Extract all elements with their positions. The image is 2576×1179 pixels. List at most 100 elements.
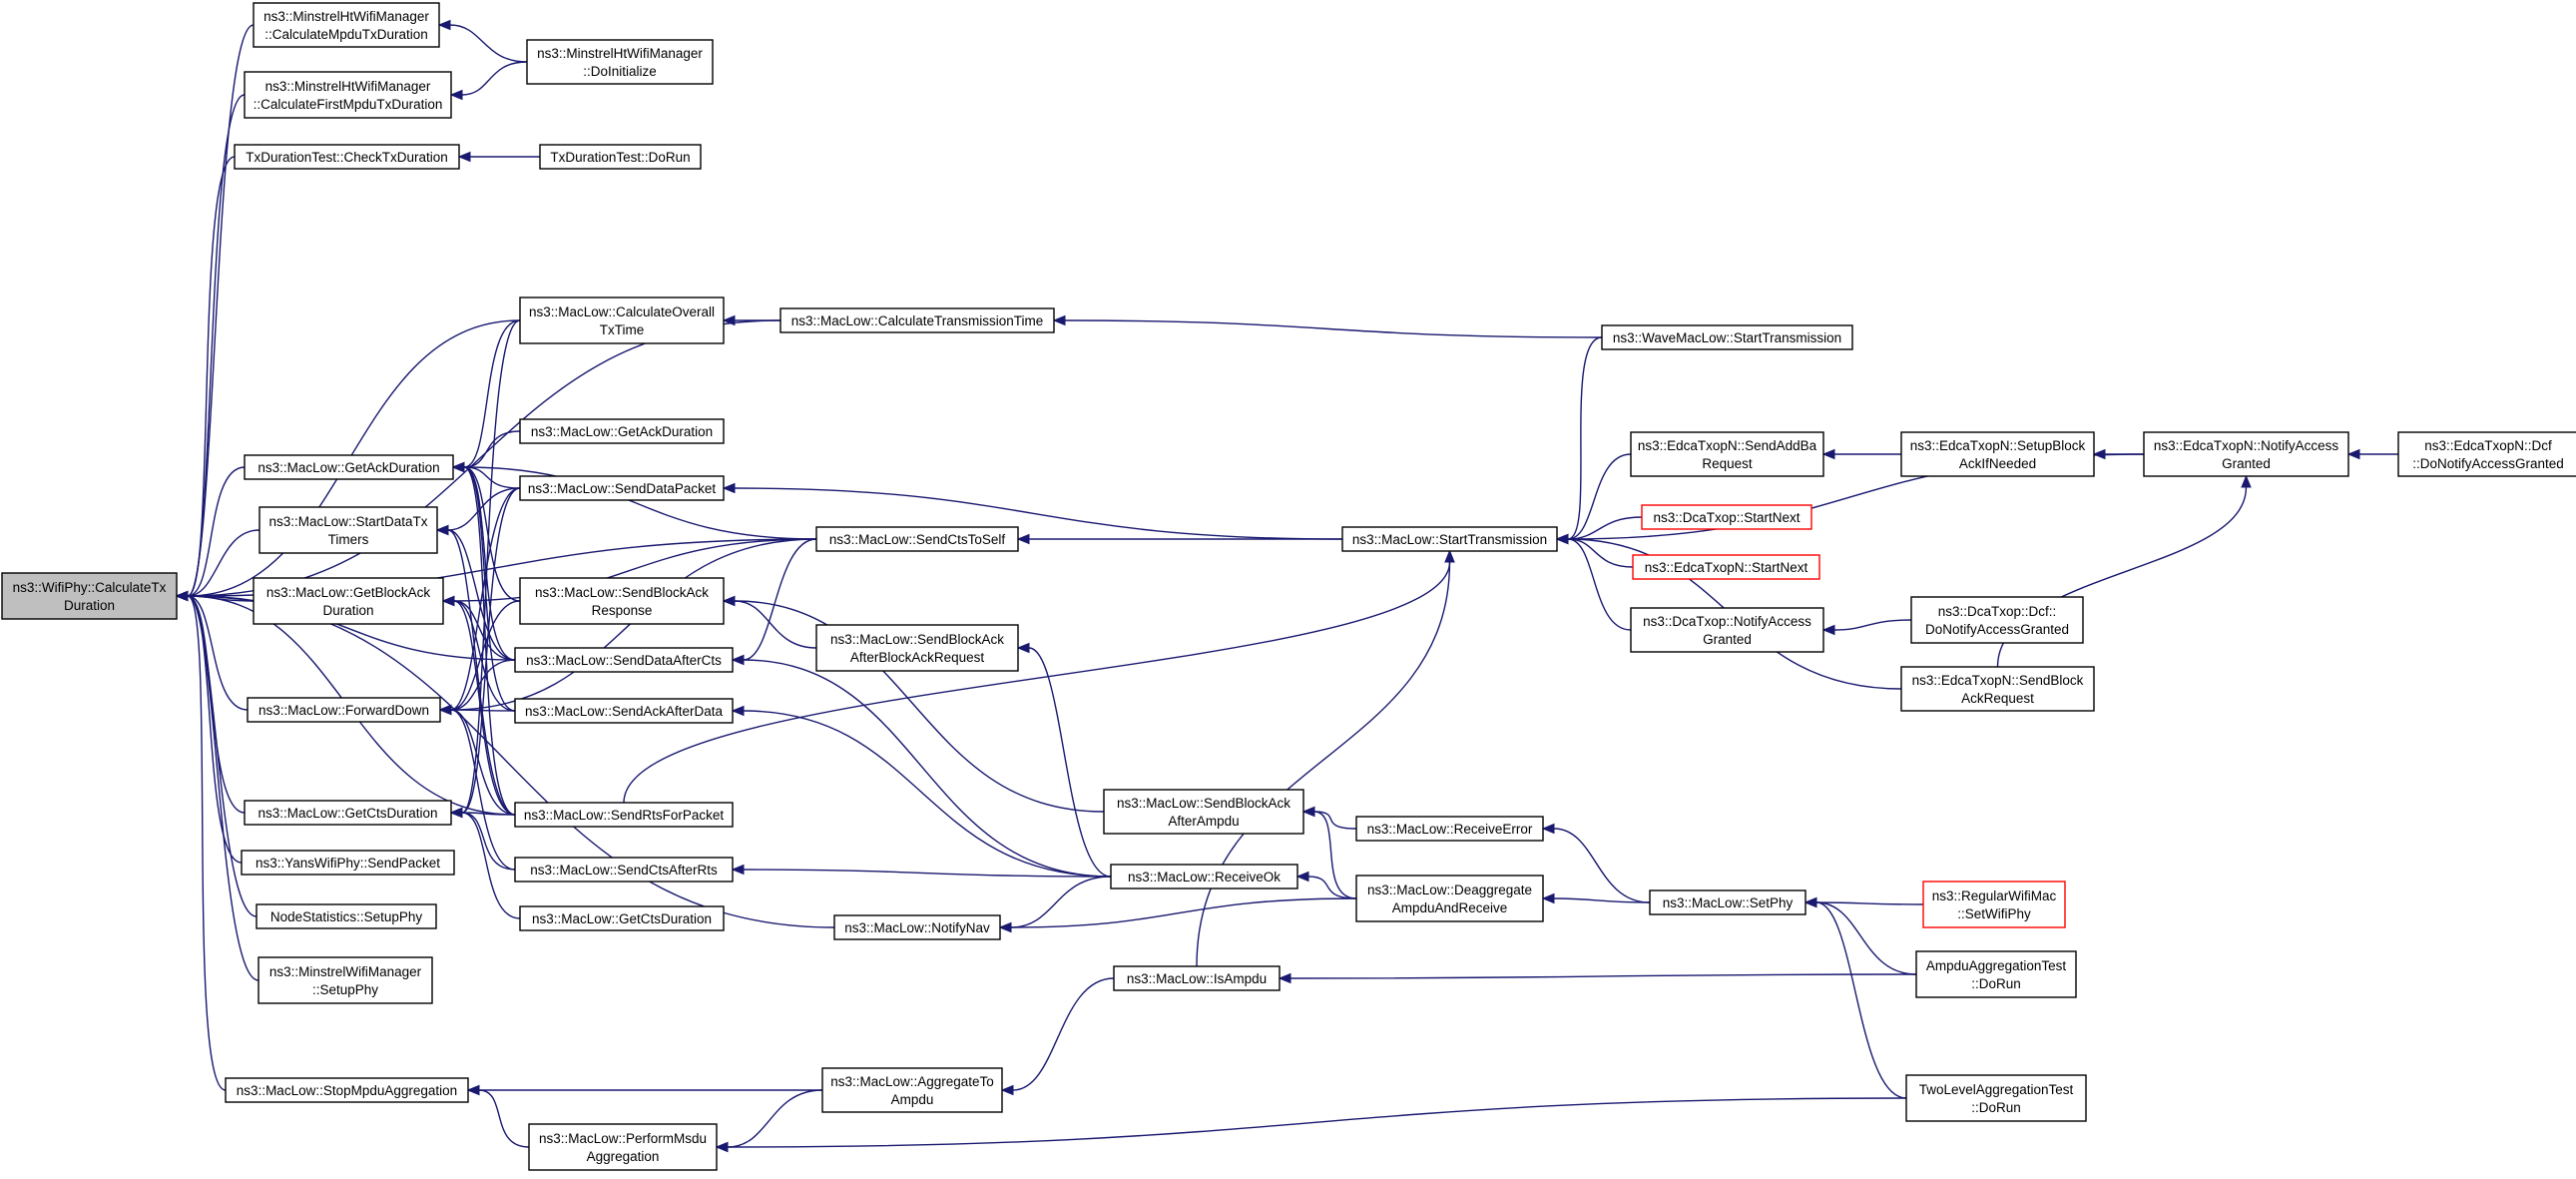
node-mh-calc-first[interactable]: ns3::MinstrelHtWifiManager::CalculateFir…: [244, 71, 452, 119]
node-get-ack2[interactable]: ns3::MacLow::GetAckDuration: [519, 418, 725, 444]
edge-edca-setup-to-edca-add-ba: [1821, 448, 1902, 460]
node-notify-nav[interactable]: ns3::MacLow::NotifyNav: [833, 914, 1001, 940]
edge-start-data-tx-to-root: [175, 529, 260, 602]
node-label: AmpduAggregationTest: [1926, 958, 2067, 973]
edge-calc-overall-to-get-ack1: [451, 319, 521, 473]
node-td-run[interactable]: TxDurationTest::DoRun: [539, 144, 702, 170]
node-edca-notify[interactable]: ns3::EdcaTxopN::NotifyAccessGranted: [2143, 431, 2349, 477]
node-box: [1110, 864, 1298, 889]
node-is-ampdu[interactable]: ns3::MacLow::IsAmpdu: [1113, 965, 1281, 991]
node-label: ns3::MacLow::ReceiveOk: [1128, 870, 1281, 884]
node-calc-trans[interactable]: ns3::MacLow::CalculateTransmissionTime: [779, 307, 1055, 333]
node-label: AckIfNeeded: [1959, 456, 2036, 471]
edge-receive-ok-to-send-ack-after-data: [731, 705, 1112, 878]
node-label: Duration: [64, 598, 115, 613]
node-box: [244, 71, 452, 119]
node-get-cts1[interactable]: ns3::MacLow::GetCtsDuration: [244, 800, 452, 826]
node-box: [1630, 431, 1824, 477]
node-start-trans[interactable]: ns3::MacLow::StartTransmission: [1341, 526, 1558, 552]
node-send-rts[interactable]: ns3::MacLow::SendRtsForPacket: [514, 802, 734, 828]
node-box: [1355, 875, 1544, 922]
node-minstrel-setup[interactable]: ns3::MinstrelWifiManager::SetupPhy: [258, 956, 433, 1004]
node-label: ns3::MacLow::StartTransmission: [1352, 532, 1547, 547]
node-label: TxDurationTest::CheckTxDuration: [246, 150, 448, 165]
node-label: ns3::MacLow::GetCtsDuration: [258, 806, 437, 821]
node-send-cts-after-rts[interactable]: ns3::MacLow::SendCtsAfterRts: [514, 857, 734, 883]
node-send-data-after-cts[interactable]: ns3::MacLow::SendDataAfterCts: [514, 647, 734, 673]
node-label: Aggregation: [587, 1149, 660, 1164]
node-td-check[interactable]: TxDurationTest::CheckTxDuration: [234, 144, 460, 170]
node-box: [1900, 431, 2095, 477]
node-label: ns3::MacLow::StopMpduAggregation: [237, 1083, 457, 1098]
edge-send-cts-after-rts-to-get-cts1: [449, 807, 516, 871]
node-box: [2143, 431, 2349, 477]
edge-mh-do-init-to-mh-calc-first: [449, 61, 528, 101]
node-send-block-ack-after-req[interactable]: ns3::MacLow::SendBlockAckAfterBlockAckRe…: [815, 624, 1019, 672]
node-box: [514, 857, 734, 883]
node-send-data-packet[interactable]: ns3::MacLow::SendDataPacket: [519, 475, 725, 501]
edge-deaggregate-to-receive-ok: [1295, 871, 1357, 899]
node-dca-start-next[interactable]: ns3::DcaTxop::StartNext: [1641, 504, 1812, 530]
node-receive-ok[interactable]: ns3::MacLow::ReceiveOk: [1110, 864, 1298, 889]
node-wave-start[interactable]: ns3::WaveMacLow::StartTransmission: [1601, 324, 1853, 350]
node-box: [1630, 607, 1824, 653]
node-label: ns3::MacLow::GetAckDuration: [531, 424, 713, 439]
node-receive-error[interactable]: ns3::MacLow::ReceiveError: [1355, 816, 1544, 842]
edge-set-phy-to-receive-error: [1541, 823, 1651, 903]
node-box: [258, 956, 433, 1004]
node-label: Ampdu: [891, 1092, 934, 1107]
node-label: ns3::DcaTxop::NotifyAccess: [1643, 614, 1811, 629]
node-label: ns3::MacLow::SendCtsToSelf: [829, 532, 1006, 547]
node-box: [256, 903, 437, 929]
node-node-stats[interactable]: NodeStatistics::SetupPhy: [256, 903, 437, 929]
node-edca-dcf[interactable]: ns3::EdcaTxopN::Dcf::DoNotifyAccessGrant…: [2397, 431, 2576, 477]
node-edca-start-next[interactable]: ns3::EdcaTxopN::StartNext: [1632, 554, 1820, 580]
node-dca-notify[interactable]: ns3::DcaTxop::NotifyAccessGranted: [1630, 607, 1824, 653]
node-label: AfterBlockAckRequest: [850, 650, 985, 665]
node-mh-do-init[interactable]: ns3::MinstrelHtWifiManager::DoInitialize: [526, 39, 714, 85]
node-box: [779, 307, 1055, 333]
node-mh-calc-mpdu[interactable]: ns3::MinstrelHtWifiManager::CalculateMpd…: [253, 2, 440, 48]
node-send-ack-after-data[interactable]: ns3::MacLow::SendAckAfterData: [514, 698, 734, 724]
node-forward-down[interactable]: ns3::MacLow::ForwardDown: [247, 697, 441, 723]
node-label: ns3::MacLow::AggregateTo: [830, 1074, 994, 1089]
node-box: [1103, 789, 1304, 835]
node-yans-send[interactable]: ns3::YansWifiPhy::SendPacket: [241, 850, 455, 876]
node-box: [1905, 1074, 2087, 1122]
node-box: [247, 697, 441, 723]
node-box: [1, 572, 178, 620]
node-get-ack1[interactable]: ns3::MacLow::GetAckDuration: [244, 454, 454, 480]
node-get-cts2[interactable]: ns3::MacLow::GetCtsDuration: [519, 905, 725, 931]
node-label: ns3::EdcaTxopN::SetupBlock: [1910, 438, 2086, 453]
node-box: [514, 647, 734, 673]
node-box: [234, 144, 460, 170]
node-label: ::SetupPhy: [312, 982, 378, 997]
node-two-level[interactable]: TwoLevelAggregationTest::DoRun: [1905, 1074, 2087, 1122]
node-stop-mpdu[interactable]: ns3::MacLow::StopMpduAggregation: [225, 1077, 469, 1103]
node-box: [519, 475, 725, 501]
node-label: ns3::MinstrelHtWifiManager: [263, 9, 429, 24]
node-ampdu-agg-test[interactable]: AmpduAggregationTest::DoRun: [1915, 950, 2077, 998]
node-box: [528, 1123, 718, 1171]
node-regular-set-phy[interactable]: ns3::RegularWifiMac::SetWifiPhy: [1922, 881, 2066, 928]
node-box: [1341, 526, 1558, 552]
node-label: ::DoNotifyAccessGranted: [2412, 456, 2564, 471]
edge-send-rts-to-start-trans: [623, 549, 1455, 804]
node-set-phy[interactable]: ns3::MacLow::SetPhy: [1649, 889, 1806, 915]
node-box: [241, 850, 455, 876]
node-dca-dcf[interactable]: ns3::DcaTxop::Dcf::DoNotifyAccessGranted: [1910, 596, 2084, 644]
edge-dca-notify-to-start-trans: [1555, 533, 1632, 631]
node-send-cts-to-self[interactable]: ns3::MacLow::SendCtsToSelf: [815, 526, 1019, 552]
